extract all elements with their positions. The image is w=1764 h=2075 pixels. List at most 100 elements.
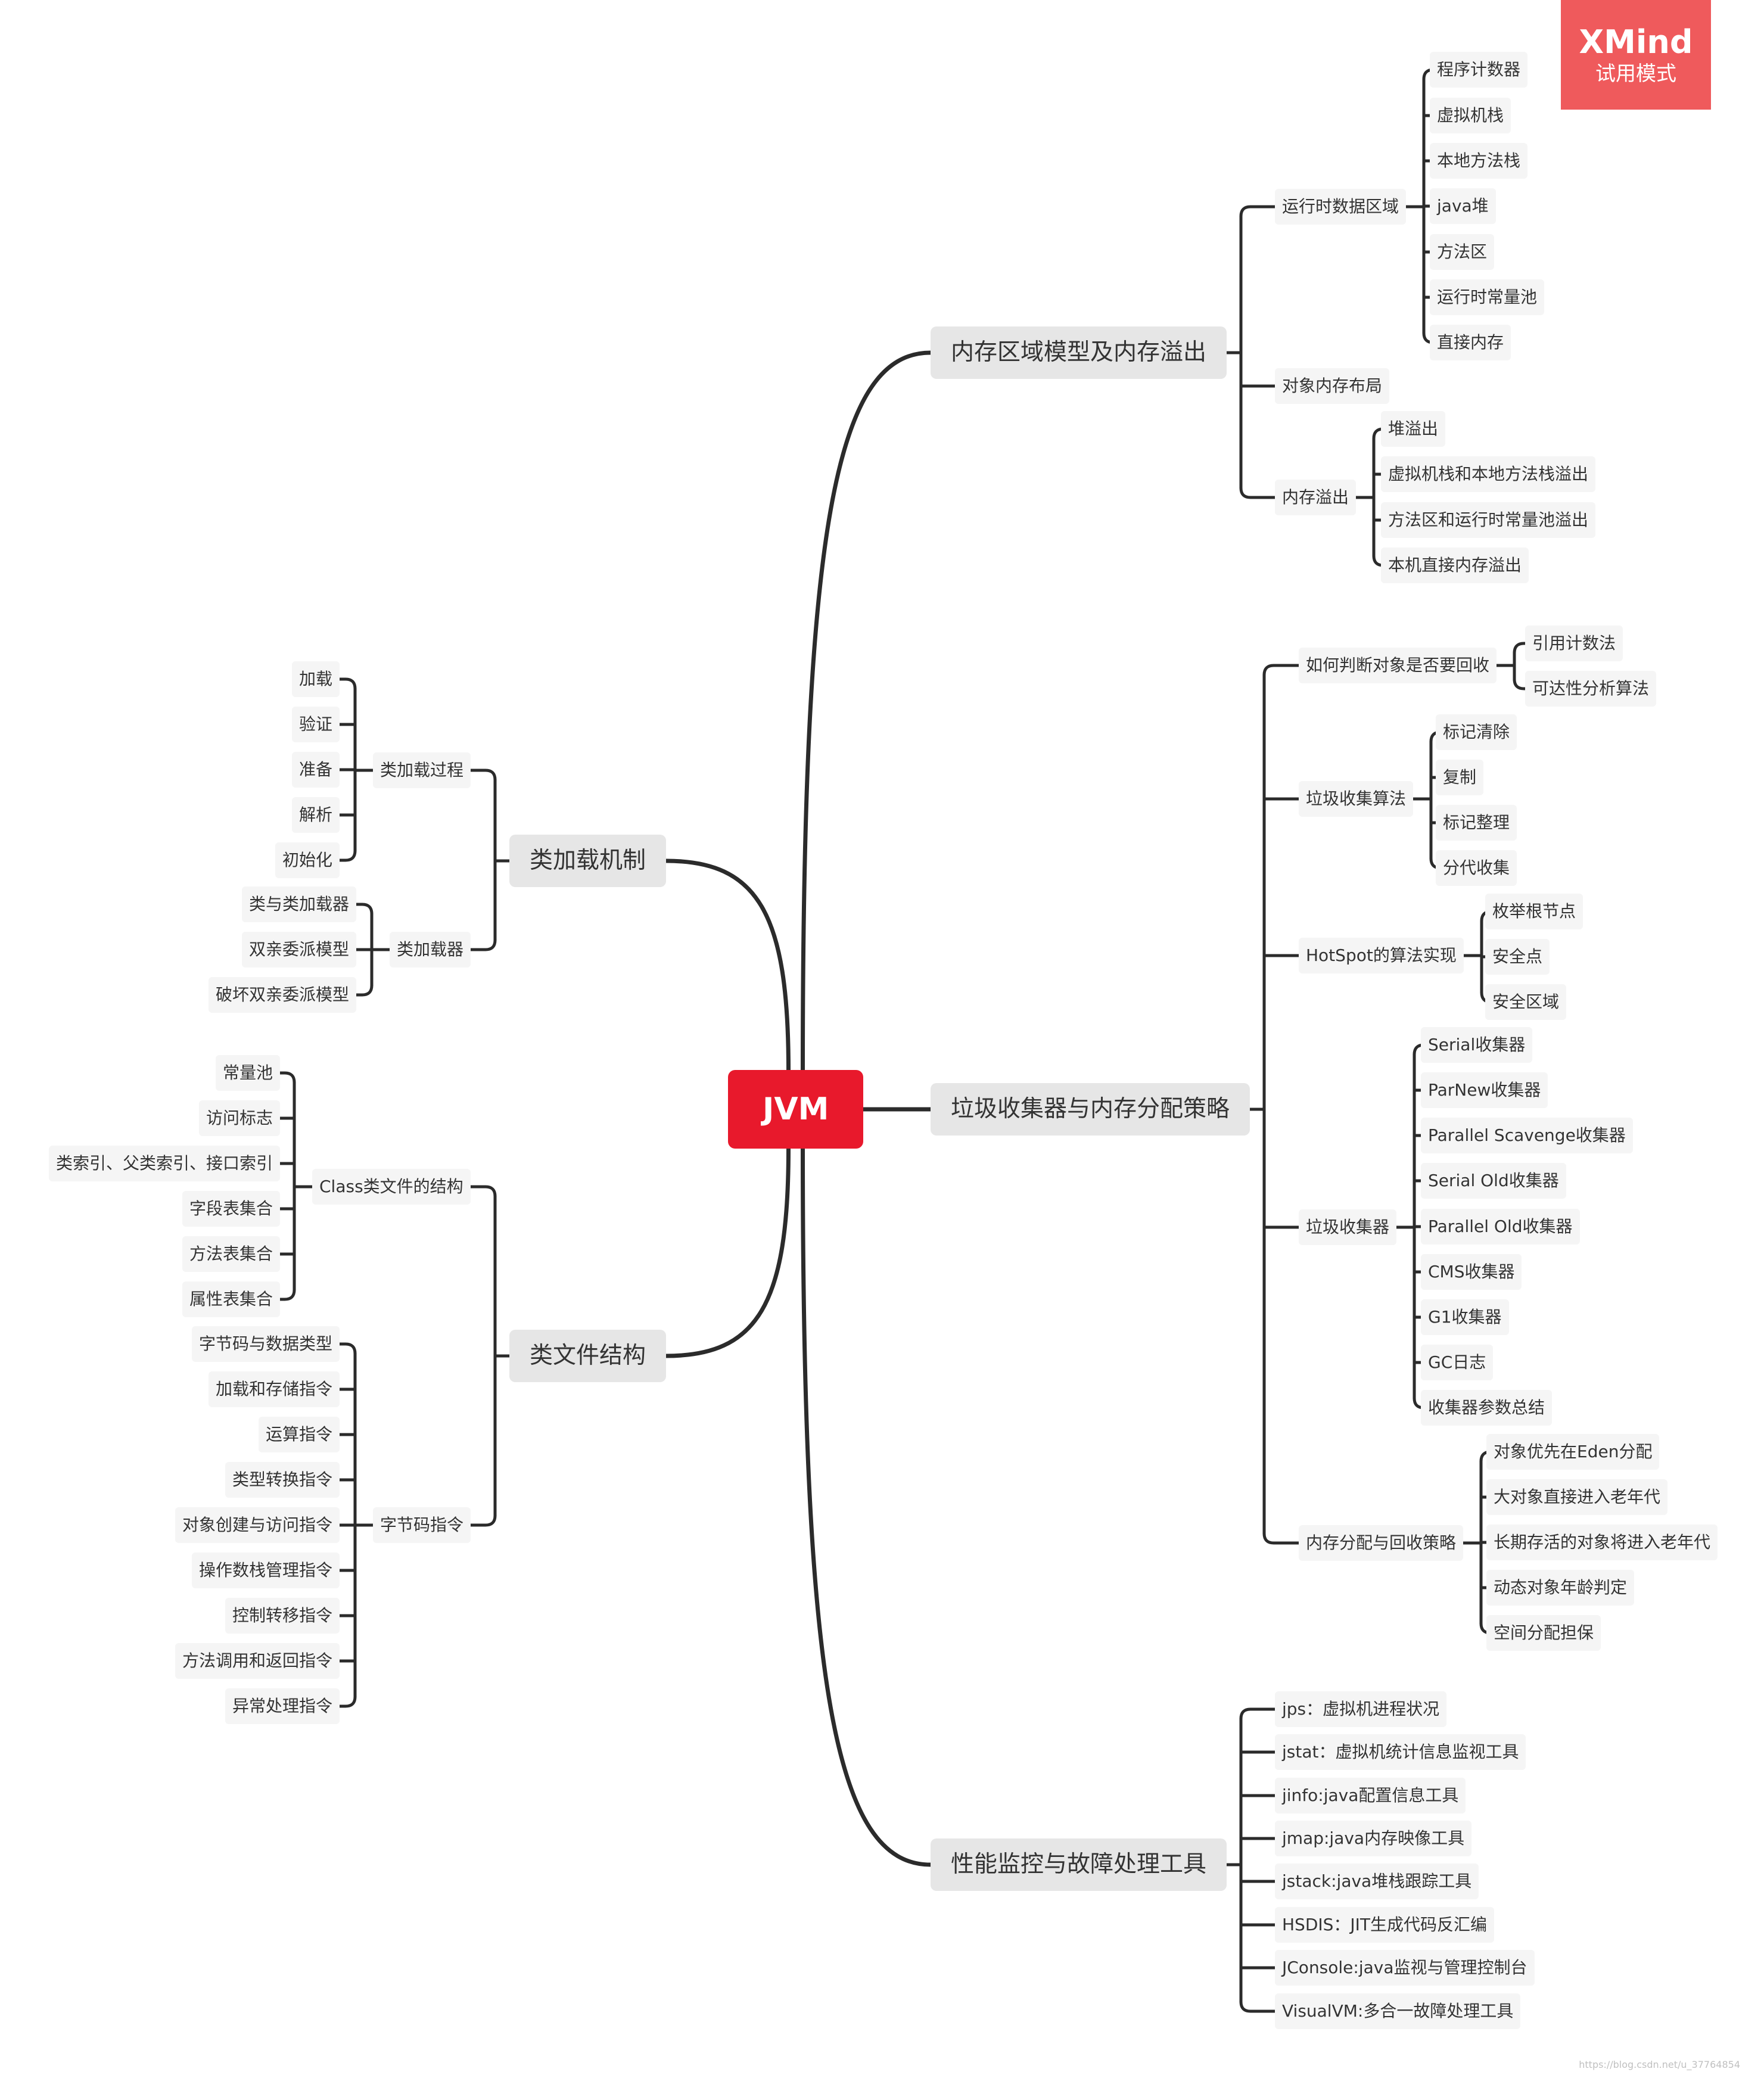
leaf-0-0-4[interactable]: 方法区 xyxy=(1430,234,1495,270)
node-2-4[interactable]: jstack:java堆栈跟踪工具 xyxy=(1275,1864,1479,1899)
node-2-5[interactable]: HSDIS：JIT生成代码反汇编 xyxy=(1275,1907,1495,1943)
connector-line xyxy=(340,677,357,689)
footer-watermark: https://blog.csdn.net/u_37764854 xyxy=(1579,2059,1740,2070)
leaf-1-3-5[interactable]: CMS收集器 xyxy=(1421,1254,1522,1290)
node-l1-1[interactable]: 字节码指令 xyxy=(373,1507,471,1543)
leaf-1-1-0[interactable]: 标记清除 xyxy=(1436,714,1517,750)
connector-line xyxy=(1262,1533,1299,1545)
leaf-1-4-0[interactable]: 对象优先在Eden分配 xyxy=(1486,1434,1660,1470)
leaf-0-0-3[interactable]: java堆 xyxy=(1430,188,1496,224)
branch-right-2[interactable]: 性能监控与故障处理工具 xyxy=(931,1838,1227,1891)
leaf-l0-1-0[interactable]: 类与类加载器 xyxy=(242,886,357,922)
node-0-0[interactable]: 运行时数据区域 xyxy=(1275,189,1407,225)
leaf-1-4-3[interactable]: 动态对象年龄判定 xyxy=(1486,1570,1635,1606)
connector-line xyxy=(1239,487,1275,499)
leaf-l1-1-5[interactable]: 操作数栈管理指令 xyxy=(192,1553,340,1588)
leaf-l1-0-1[interactable]: 访问标志 xyxy=(199,1100,281,1136)
leaf-1-3-6[interactable]: G1收集器 xyxy=(1421,1299,1509,1335)
root-node[interactable]: JVM xyxy=(728,1070,864,1149)
leaf-l1-0-5[interactable]: 属性表集合 xyxy=(182,1281,281,1317)
leaf-l1-1-2[interactable]: 运算指令 xyxy=(259,1417,340,1452)
leaf-1-0-0[interactable]: 引用计数法 xyxy=(1525,626,1623,661)
connector-line xyxy=(1513,679,1525,690)
node-0-2[interactable]: 内存溢出 xyxy=(1275,480,1357,515)
leaf-l1-0-0[interactable]: 常量池 xyxy=(216,1055,281,1091)
node-l0-0[interactable]: 类加载过程 xyxy=(373,752,471,788)
leaf-0-2-2[interactable]: 方法区和运行时常量池溢出 xyxy=(1381,502,1596,538)
leaf-l1-1-8[interactable]: 异常处理指令 xyxy=(225,1688,340,1724)
node-2-0[interactable]: jps：虚拟机进程状况 xyxy=(1275,1691,1447,1727)
leaf-l1-1-4[interactable]: 对象创建与访问指令 xyxy=(175,1507,340,1543)
node-1-4[interactable]: 内存分配与回收策略 xyxy=(1299,1525,1464,1561)
leaf-l1-0-2[interactable]: 类索引、父类索引、接口索引 xyxy=(49,1146,281,1181)
leaf-l1-0-4[interactable]: 方法表集合 xyxy=(182,1236,281,1272)
leaf-1-3-1[interactable]: ParNew收集器 xyxy=(1421,1072,1548,1108)
leaf-1-3-3[interactable]: Serial Old收集器 xyxy=(1421,1163,1566,1199)
leaf-1-4-1[interactable]: 大对象直接进入老年代 xyxy=(1486,1479,1668,1515)
leaf-l0-0-1[interactable]: 验证 xyxy=(292,707,340,742)
connector-line xyxy=(1239,205,1275,217)
leaf-1-1-3[interactable]: 分代收集 xyxy=(1436,850,1517,886)
node-2-6[interactable]: JConsole:java监视与管理控制台 xyxy=(1275,1950,1535,1986)
node-2-3[interactable]: jmap:java内存映像工具 xyxy=(1275,1821,1472,1856)
trial-mode-label: 试用模式 xyxy=(1595,62,1676,86)
node-2-1[interactable]: jstat：虚拟机统计信息监视工具 xyxy=(1275,1734,1526,1770)
node-1-2[interactable]: HotSpot的算法实现 xyxy=(1299,938,1464,973)
leaf-l0-0-3[interactable]: 解析 xyxy=(292,797,340,833)
leaf-l0-0-2[interactable]: 准备 xyxy=(292,752,340,788)
leaf-1-2-0[interactable]: 枚举根节点 xyxy=(1485,894,1583,929)
leaf-l1-1-6[interactable]: 控制转移指令 xyxy=(225,1598,340,1634)
leaf-0-0-0[interactable]: 程序计数器 xyxy=(1430,52,1528,88)
node-2-7[interactable]: VisualVM:多合一故障处理工具 xyxy=(1275,1993,1521,2029)
leaf-1-1-2[interactable]: 标记整理 xyxy=(1436,805,1517,841)
leaf-l1-1-7[interactable]: 方法调用和返回指令 xyxy=(175,1643,340,1679)
branch-right-0[interactable]: 内存区域模型及内存溢出 xyxy=(931,326,1227,379)
leaf-1-3-2[interactable]: Parallel Scavenge收集器 xyxy=(1421,1118,1633,1153)
xmind-trial-badge: XMind 试用模式 xyxy=(1561,0,1711,110)
leaf-l1-1-3[interactable]: 类型转换指令 xyxy=(225,1462,340,1498)
node-l1-0[interactable]: Class类文件的结构 xyxy=(312,1169,471,1205)
leaf-1-4-2[interactable]: 长期存活的对象将进入老年代 xyxy=(1486,1525,1718,1560)
leaf-1-4-4[interactable]: 空间分配担保 xyxy=(1486,1615,1601,1651)
leaf-1-3-0[interactable]: Serial收集器 xyxy=(1421,1027,1533,1063)
leaf-1-0-1[interactable]: 可达性分析算法 xyxy=(1525,671,1657,707)
branch-left-1[interactable]: 类文件结构 xyxy=(509,1330,667,1382)
leaf-l1-0-3[interactable]: 字段表集合 xyxy=(182,1191,281,1227)
connector-line xyxy=(471,939,497,951)
leaf-l0-0-4[interactable]: 初始化 xyxy=(275,842,340,878)
leaf-0-0-1[interactable]: 虚拟机栈 xyxy=(1430,98,1511,133)
connector-line xyxy=(1239,1707,1275,1719)
leaf-1-1-1[interactable]: 复制 xyxy=(1436,760,1484,795)
leaf-1-3-8[interactable]: 收集器参数总结 xyxy=(1421,1390,1553,1426)
node-0-1[interactable]: 对象内存布局 xyxy=(1275,368,1390,404)
node-1-0[interactable]: 如何判断对象是否要回收 xyxy=(1299,648,1497,683)
main-branch-curve xyxy=(665,1148,791,1358)
leaf-1-2-2[interactable]: 安全区域 xyxy=(1485,984,1567,1020)
leaf-l0-0-0[interactable]: 加载 xyxy=(292,661,340,697)
node-1-1[interactable]: 垃圾收集算法 xyxy=(1299,781,1414,817)
leaf-l0-1-1[interactable]: 双亲委派模型 xyxy=(242,932,357,967)
leaf-0-2-0[interactable]: 堆溢出 xyxy=(1381,411,1446,447)
leaf-0-2-3[interactable]: 本机直接内存溢出 xyxy=(1381,547,1529,583)
connector-line xyxy=(356,985,374,997)
leaf-0-0-6[interactable]: 直接内存 xyxy=(1430,325,1511,360)
node-l0-1[interactable]: 类加载器 xyxy=(390,932,471,967)
leaf-1-2-1[interactable]: 安全点 xyxy=(1485,939,1550,975)
leaf-1-3-4[interactable]: Parallel Old收集器 xyxy=(1421,1209,1580,1245)
connector-line xyxy=(471,1185,497,1197)
leaf-0-0-5[interactable]: 运行时常量池 xyxy=(1430,279,1545,315)
node-1-3[interactable]: 垃圾收集器 xyxy=(1299,1209,1397,1245)
leaf-0-0-2[interactable]: 本地方法栈 xyxy=(1430,143,1528,179)
node-2-2[interactable]: jinfo:java配置信息工具 xyxy=(1275,1778,1466,1813)
branch-right-1[interactable]: 垃圾收集器与内存分配策略 xyxy=(931,1083,1250,1136)
branch-left-0[interactable]: 类加载机制 xyxy=(509,835,667,887)
leaf-l1-1-0[interactable]: 字节码与数据类型 xyxy=(192,1326,340,1362)
leaf-l0-1-2[interactable]: 破坏双亲委派模型 xyxy=(209,977,357,1013)
connector-line xyxy=(1513,642,1525,654)
connector-line xyxy=(340,1342,357,1354)
leaf-0-2-1[interactable]: 虚拟机栈和本地方法栈溢出 xyxy=(1381,456,1596,492)
main-branch-curve xyxy=(665,858,791,1071)
leaf-1-3-7[interactable]: GC日志 xyxy=(1421,1345,1494,1380)
leaf-l1-1-1[interactable]: 加载和存储指令 xyxy=(209,1371,340,1407)
